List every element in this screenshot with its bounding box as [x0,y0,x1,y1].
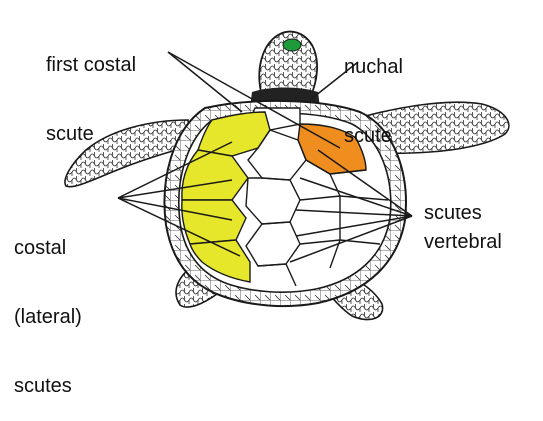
costal-scute-3 [182,200,246,244]
costal-scutes-label: costal (lateral) scutes [14,191,82,421]
head-marker [283,39,301,51]
vertebral-line-2: scutes [424,208,482,221]
vertebral-scutes-label: vertebral [424,185,502,277]
vertebral-label-clip: scutes [424,208,534,221]
vertebral-line-1: vertebral [424,231,502,254]
costal-line-1: costal [14,237,82,260]
nuchal-scute-label: nuchal scute [344,10,403,171]
nuchal-line-1: nuchal [344,56,403,79]
nuchal-line-2: scute [344,125,403,148]
costal-line-3: scutes [14,375,82,398]
first-costal-line-2: scute [46,123,136,146]
first-costal-scute-label: first costal scute [46,8,136,169]
costal-line-2: (lateral) [14,306,82,329]
first-costal-line-1: first costal [46,54,136,77]
